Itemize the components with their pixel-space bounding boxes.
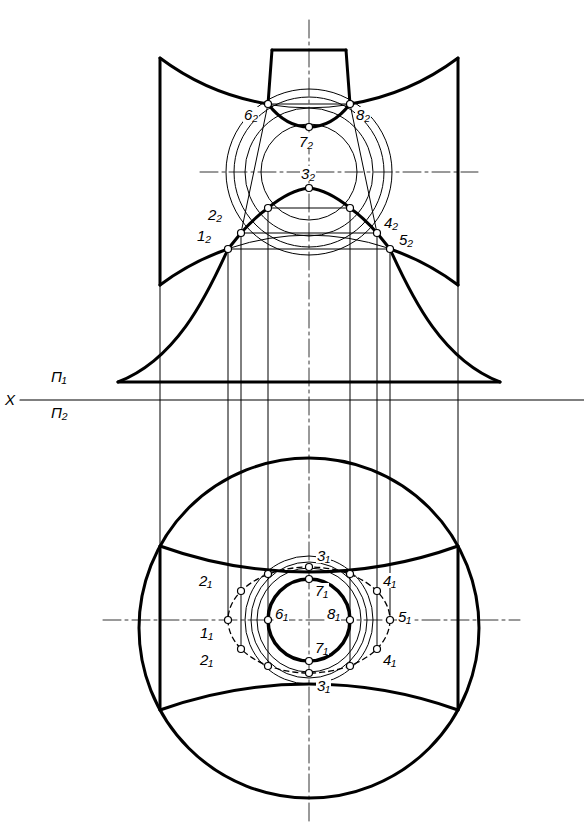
auxiliary-line <box>228 249 390 250</box>
point-label: 8₂ <box>355 107 371 122</box>
auxiliary-circle <box>251 562 367 678</box>
auxiliary-circle <box>261 124 357 220</box>
projection-line <box>268 208 269 666</box>
projection-line <box>350 208 351 666</box>
point-label: 3₁ <box>316 678 331 693</box>
point-label: 5₂ <box>398 232 414 247</box>
point-marker <box>347 101 354 108</box>
point-marker <box>306 658 313 665</box>
point-label: 2₁ <box>198 573 213 588</box>
outline-line <box>457 58 460 285</box>
auxiliary-line <box>268 208 350 209</box>
point-marker <box>265 101 272 108</box>
point-label: 4₂ <box>383 215 399 230</box>
point-marker <box>306 185 313 192</box>
point-marker <box>347 663 354 670</box>
point-label: 6₁ <box>274 606 289 621</box>
auxiliary-line <box>241 233 377 234</box>
point-marker <box>347 571 354 578</box>
point-label: 7₁ <box>314 583 329 598</box>
point-marker <box>265 571 272 578</box>
point-marker <box>238 230 245 237</box>
point-marker <box>306 564 313 571</box>
auxiliary-circle <box>226 89 392 255</box>
point-marker <box>225 617 232 624</box>
cylinder-circle <box>268 579 350 661</box>
outline-arc <box>160 249 228 285</box>
point-marker <box>306 576 313 583</box>
outline-arc <box>160 684 458 710</box>
projection-axis <box>20 399 584 400</box>
hidden-arc <box>160 58 458 108</box>
outline-line <box>272 49 346 52</box>
point-marker <box>306 124 313 131</box>
axis-label: X <box>4 392 16 407</box>
point-marker <box>387 617 394 624</box>
auxiliary-line <box>241 104 268 233</box>
point-label: 2₁ <box>199 652 214 667</box>
projection-line <box>377 233 378 649</box>
point-label: 4₁ <box>382 652 397 667</box>
outline-curve <box>118 249 228 382</box>
auxiliary-line <box>350 104 377 233</box>
outline-curve <box>390 249 500 382</box>
point-marker <box>265 663 272 670</box>
point-marker <box>374 588 381 595</box>
point-label: 1₂ <box>196 228 212 243</box>
outline-line <box>118 381 500 384</box>
point-marker <box>347 617 354 624</box>
outline-arc <box>350 58 458 104</box>
outline-circle <box>139 458 479 798</box>
outline-line <box>159 546 162 710</box>
projection-line <box>241 233 242 649</box>
auxiliary-circle <box>245 108 373 236</box>
point-label: 2₂ <box>207 207 223 222</box>
point-label: 3₂ <box>300 166 316 181</box>
plane-label: Π₂ <box>50 405 69 420</box>
auxiliary-line <box>268 104 350 105</box>
point-marker <box>374 646 381 653</box>
outline-arc <box>160 58 268 104</box>
projection-line <box>160 285 161 546</box>
point-marker <box>306 670 313 677</box>
auxiliary-circle <box>245 556 373 684</box>
point-label: 5₁ <box>397 609 412 624</box>
outline-line <box>159 58 162 285</box>
point-marker <box>387 246 394 253</box>
point-label: 6₂ <box>243 107 259 122</box>
intersection-curve <box>228 188 390 249</box>
center-line <box>200 172 478 173</box>
outline-arc <box>160 546 458 572</box>
projection-line <box>458 285 459 546</box>
point-label: 7₂ <box>298 134 314 149</box>
auxiliary-circle <box>257 568 361 672</box>
point-marker <box>265 617 272 624</box>
point-label: 3₁ <box>316 548 331 563</box>
outline-line <box>268 50 272 104</box>
point-marker <box>265 205 272 212</box>
point-marker <box>225 246 232 253</box>
outline-line <box>346 50 350 104</box>
auxiliary-circle <box>234 97 384 247</box>
point-marker <box>347 205 354 212</box>
point-label: 1₁ <box>199 625 214 640</box>
plane-label: Π₁ <box>50 369 68 384</box>
outline-line <box>457 546 460 710</box>
point-marker <box>238 646 245 653</box>
point-label: 7₁ <box>314 640 329 655</box>
point-marker <box>238 588 245 595</box>
point-label: 8₁ <box>326 606 341 621</box>
hidden-intersection-curve <box>228 567 390 673</box>
outline-arc <box>390 249 458 285</box>
point-marker <box>374 230 381 237</box>
point-label: 4₁ <box>382 573 397 588</box>
